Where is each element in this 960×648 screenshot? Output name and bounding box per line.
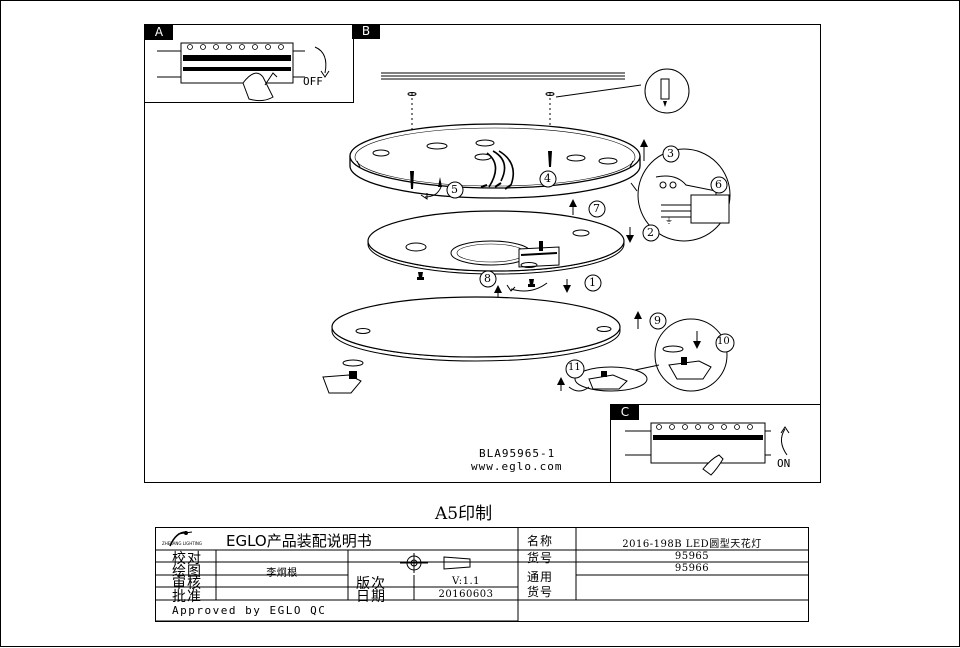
item-number-value: 95965 — [674, 551, 710, 562]
on-label: ON — [777, 457, 791, 470]
step-10-label: 10 — [717, 336, 730, 347]
step-3-label: 3 — [667, 147, 674, 160]
step-11-label: 11 — [568, 362, 581, 373]
row-label-drawn: 绘图 — [172, 564, 202, 580]
panel-a-switch-off: A OFF — [144, 24, 354, 103]
common-item-value: 95966 — [674, 563, 710, 574]
panel-b: B — [352, 24, 380, 39]
title-block: ZHEJIANG LIGHTING EGLO产品装配说明书 校对 绘图 李炯根 … — [155, 527, 809, 622]
row-label-review: 审核 — [172, 576, 202, 592]
step-8-label: 8 — [484, 272, 491, 285]
item-number-label: 货号 — [527, 551, 554, 565]
projection-symbol — [400, 553, 471, 573]
version-label: 版次 — [356, 576, 386, 592]
common-label-line2: 货号 — [527, 585, 554, 599]
print-size-label: A5印制 — [435, 504, 493, 524]
off-label: OFF — [303, 75, 323, 88]
website: www.eglo.com — [471, 460, 563, 473]
eglo-logo-mark — [169, 531, 193, 547]
panel-a-tag: A — [145, 25, 173, 40]
title-block-grid — [156, 528, 808, 621]
step-4-label: 4 — [544, 172, 551, 185]
approved-by: Approved by EGLO QC — [172, 604, 327, 617]
common-label-line1: 通用 — [527, 570, 554, 584]
terminal-block-on-illustration — [625, 422, 790, 476]
brand-subtitle: ZHEJIANG LIGHTING — [162, 541, 202, 546]
panel-c-switch-on: C ON — [610, 404, 821, 483]
terminal-block-off-illustration — [157, 42, 330, 102]
row-label-proofread: 校对 — [172, 551, 202, 567]
document-title: EGLO产品装配说明书 — [226, 532, 372, 550]
date-label: 日期 — [356, 589, 386, 605]
step-2-label: 2 — [647, 226, 654, 239]
step-6-label: 6 — [715, 178, 722, 191]
step-5-label: 5 — [451, 183, 458, 196]
name-label: 名称 — [527, 534, 554, 548]
name-value: 2016-198B LED圆型天花灯 — [622, 539, 762, 550]
step-1-label: 1 — [589, 276, 596, 289]
drawn-by-value: 李炯根 — [266, 568, 298, 579]
version-value: V:1.1 — [452, 576, 480, 587]
model-code: BLA95965-1 — [479, 447, 556, 460]
step-9-label: 9 — [654, 314, 661, 327]
step-7-label: 7 — [593, 202, 600, 215]
date-value: 20160603 — [438, 589, 494, 600]
panel-c-tag: C — [611, 405, 639, 420]
row-label-approve: 批准 — [172, 589, 202, 605]
panel-b-tag: B — [352, 24, 380, 39]
assembly-drawing-frame — [144, 24, 821, 483]
